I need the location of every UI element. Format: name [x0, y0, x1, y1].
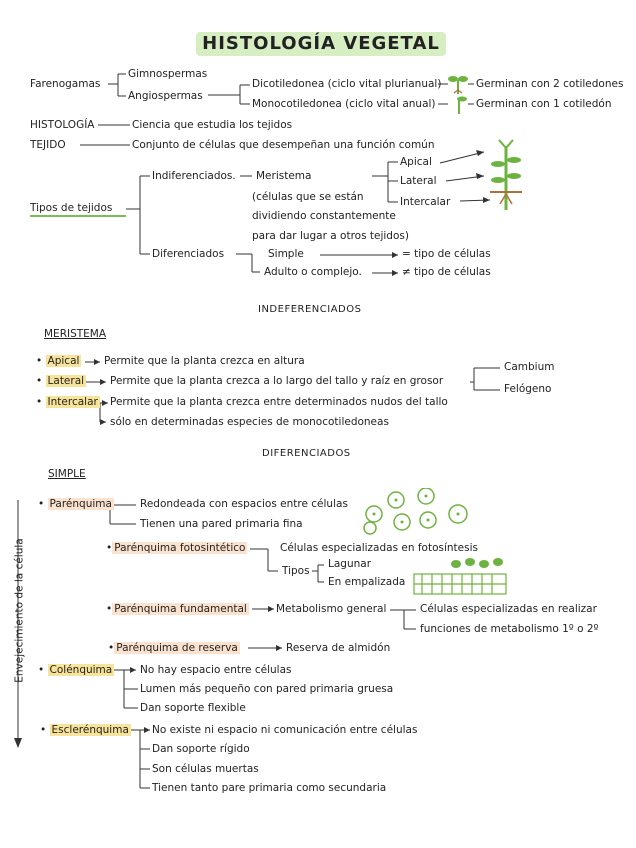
- angiospermas-label: Angiospermas: [128, 90, 203, 103]
- gimnospermas-label: Gimnospermas: [128, 68, 207, 81]
- reserva-desc: Reserva de almidón: [286, 642, 390, 655]
- par-foto-row: •Parénquima fotosintético: [106, 542, 247, 555]
- esclerenquima-desc-3: Son células muertas: [152, 763, 259, 776]
- cambium-label: Cambium: [504, 361, 554, 374]
- seedling-dicot-icon: [448, 72, 468, 94]
- parenchyma-cells-icon: [360, 488, 470, 536]
- esclerenquima-highlight: Esclerénquima: [50, 724, 131, 736]
- apical-label: Apical: [400, 156, 432, 169]
- colenquima-highlight: Colénquima: [48, 664, 115, 676]
- plant-meristem-icon: [486, 138, 526, 210]
- esclerenquima-desc-1: No existe ni espacio ni comunicación ent…: [152, 724, 417, 737]
- germinan-1-label: Germinan con 1 cotiledón: [476, 98, 612, 111]
- tejido-definition: Conjunto de células que desempeñan una f…: [132, 139, 434, 152]
- intercalar-row: • Intercalar: [36, 396, 100, 409]
- tipos-de-tejidos-label: Tipos de tejidos: [30, 202, 112, 215]
- apical-desc: Permite que la planta crezca en altura: [104, 355, 305, 368]
- par-foto-desc: Células especializadas en fotosíntesis: [280, 542, 478, 555]
- monocotiledonea-label: Monocotiledonea (ciclo vital anual): [252, 98, 436, 111]
- histologia-label: HISTOLOGÍA: [30, 119, 95, 132]
- parenquima-desc-2: Tienen una pared primaria fina: [140, 518, 303, 531]
- par-reserva-row: •Parénquima de reserva: [108, 642, 240, 655]
- adulto-result: ≠ tipo de células: [402, 266, 491, 279]
- par-fund-highlight: Parénquima fundamental: [112, 603, 249, 615]
- meristema-desc-1: (células que se están: [252, 191, 364, 204]
- apical-row: • Apical: [36, 355, 81, 368]
- esclerenquima-desc-4: Tienen tanto pare primaria como secundar…: [152, 782, 386, 795]
- adulto-label: Adulto o complejo.: [264, 266, 362, 279]
- colenquima-row: • Colénquima: [38, 664, 114, 677]
- indiferenciados-label: Indiferenciados.: [152, 170, 236, 183]
- par-fund-row: •Parénquima fundamental: [106, 603, 249, 616]
- metabolismo-desc-2: funciones de metabolismo 1º o 2º: [420, 623, 599, 636]
- diferenciados-label: Diferenciados: [152, 248, 224, 261]
- palisade-cells-icon: [412, 556, 508, 596]
- tejido-label: TEJIDO: [30, 139, 66, 152]
- simple-heading: SIMPLE: [48, 468, 86, 481]
- felogeno-label: Felógeno: [504, 383, 551, 396]
- empalizada-label: En empalizada: [328, 576, 405, 589]
- meristema-desc-3: para dar lugar a otros tejidos): [252, 230, 409, 243]
- intercalar-desc-2: sólo en determinadas especies de monocot…: [110, 416, 389, 429]
- colenquima-desc-3: Dan soporte flexible: [140, 702, 246, 715]
- histologia-definition: Ciencia que estudia los tejidos: [132, 119, 292, 132]
- intercalar-label: Intercalar: [400, 196, 450, 209]
- colenquima-desc-1: No hay espacio entre células: [140, 664, 291, 677]
- esclerenquima-desc-2: Dan soporte rígido: [152, 743, 250, 756]
- metabolismo-label: Metabolismo general: [276, 603, 386, 616]
- lateral-label: Lateral: [400, 175, 437, 188]
- diferenciados-heading: DIFERENCIADOS: [262, 448, 351, 459]
- simple-result: = tipo de células: [402, 248, 491, 261]
- indiferenciados-heading: INDEFERENCIADOS: [258, 304, 361, 315]
- meristema-label: Meristema: [256, 170, 311, 183]
- intercalar-highlight: Intercalar: [46, 396, 100, 408]
- aging-side-label: Envejecimiento de la célula: [14, 531, 27, 691]
- lateral-row: • Lateral: [36, 375, 86, 388]
- dicotiledonea-label: Dicotiledonea (ciclo vital plurianual): [252, 78, 441, 91]
- seedling-monocot-icon: [450, 94, 468, 114]
- simple-label: Simple: [268, 248, 304, 261]
- meristema-heading: MERISTEMA: [44, 328, 106, 341]
- par-reserva-highlight: Parénquima de reserva: [114, 642, 240, 654]
- farenogamas-label: Farenogamas: [30, 78, 100, 91]
- parenquima-row: • Parénquima: [38, 498, 114, 511]
- apical-highlight: Apical: [46, 355, 82, 367]
- intercalar-desc-1: Permite que la planta crezca entre deter…: [110, 396, 448, 409]
- page-title: HISTOLOGÍA VEGETAL: [196, 32, 446, 56]
- parenquima-highlight: Parénquima: [48, 498, 114, 510]
- colenquima-desc-2: Lumen más pequeño con pared primaria gru…: [140, 683, 393, 696]
- parenquima-desc-1: Redondeada con espacios entre células: [140, 498, 348, 511]
- par-foto-highlight: Parénquima fotosintético: [112, 542, 247, 554]
- metabolismo-desc-1: Células especializadas en realizar: [420, 603, 597, 616]
- lagunar-label: Lagunar: [328, 558, 371, 571]
- esclerenquima-row: • Esclerénquima: [40, 724, 131, 737]
- lateral-highlight: Lateral: [46, 375, 87, 387]
- germinan-2-label: Germinan con 2 cotiledones: [476, 78, 623, 91]
- lateral-desc: Permite que la planta crezca a lo largo …: [110, 375, 443, 388]
- tipos-label: Tipos: [282, 565, 310, 578]
- meristema-desc-2: dividiendo constantemente: [252, 210, 396, 223]
